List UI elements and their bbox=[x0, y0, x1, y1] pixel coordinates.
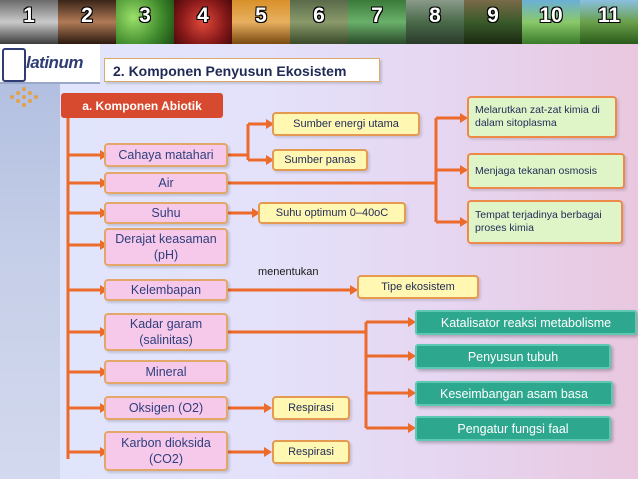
tab-label: 11 bbox=[597, 4, 621, 27]
respiration-oxygen: Respirasi bbox=[272, 396, 350, 420]
component-salinity: Kadar garam (salinitas) bbox=[104, 313, 228, 351]
dots-ornament-icon bbox=[10, 87, 38, 107]
component-water: Air bbox=[104, 172, 228, 194]
tab-label: 8 bbox=[429, 4, 441, 27]
water-role-osmosis: Menjaga tekanan osmosis bbox=[467, 153, 625, 189]
tab-8[interactable]: 8 bbox=[406, 0, 464, 44]
logo-mark-icon bbox=[2, 48, 26, 82]
component-temperature: Suhu bbox=[104, 202, 228, 224]
role-heat-source: Sumber panas bbox=[272, 149, 368, 171]
tab-label: 1 bbox=[23, 4, 35, 27]
tab-2[interactable]: 2 bbox=[58, 0, 116, 44]
tab-label: 9 bbox=[487, 4, 499, 27]
tab-label: 4 bbox=[197, 4, 209, 27]
component-sunlight: Cahaya matahari bbox=[104, 143, 228, 167]
component-ph: Derajat keasaman (pH) bbox=[104, 228, 228, 266]
tab-9[interactable]: 9 bbox=[464, 0, 522, 44]
logo: latinum bbox=[0, 44, 100, 84]
mineral-role-catalyst: Katalisator reaksi metabolisme bbox=[415, 310, 637, 335]
mineral-role-body: Penyusun tubuh bbox=[415, 344, 611, 369]
water-role-chemical: Tempat terjadinya berbagai proses kimia bbox=[467, 200, 623, 244]
tab-label: 5 bbox=[255, 4, 267, 27]
respiration-co2: Respirasi bbox=[272, 440, 350, 464]
tab-label: 7 bbox=[371, 4, 383, 27]
component-oxygen: Oksigen (O2) bbox=[104, 396, 228, 420]
determines-label: menentukan bbox=[258, 266, 319, 278]
tab-3[interactable]: 3 bbox=[116, 0, 174, 44]
top-image-strip: 1 2 3 4 5 6 7 8 9 10 11 bbox=[0, 0, 638, 44]
section-title-abiotik: a. Komponen Abiotik bbox=[61, 93, 223, 118]
tab-6[interactable]: 6 bbox=[290, 0, 348, 44]
tab-label: 3 bbox=[139, 4, 151, 27]
component-humidity: Kelembapan bbox=[104, 279, 228, 301]
tab-5[interactable]: 5 bbox=[232, 0, 290, 44]
temperature-optimum: Suhu optimum 0–40oC bbox=[258, 202, 406, 224]
left-sidebar bbox=[0, 44, 60, 479]
tab-10[interactable]: 10 bbox=[522, 0, 580, 44]
mineral-role-acid-base: Keseimbangan asam basa bbox=[415, 381, 613, 406]
component-mineral: Mineral bbox=[104, 360, 228, 384]
ecosystem-type: Tipe ekosistem bbox=[357, 275, 479, 299]
role-main-energy: Sumber energi utama bbox=[272, 112, 420, 136]
tab-label: 6 bbox=[313, 4, 325, 27]
tab-4[interactable]: 4 bbox=[174, 0, 232, 44]
tab-label: 2 bbox=[81, 4, 93, 27]
tab-11[interactable]: 11 bbox=[580, 0, 638, 44]
logo-text: latinum bbox=[26, 53, 83, 72]
slide-title: 2. Komponen Penyusun Ekosistem bbox=[104, 58, 380, 82]
mineral-role-physiology: Pengatur fungsi faal bbox=[415, 416, 611, 441]
tab-7[interactable]: 7 bbox=[348, 0, 406, 44]
water-role-dissolve: Melarutkan zat-zat kimia di dalam sitopl… bbox=[467, 96, 617, 138]
tab-label: 10 bbox=[539, 4, 563, 27]
tab-1[interactable]: 1 bbox=[0, 0, 58, 44]
component-co2: Karbon dioksida (CO2) bbox=[104, 431, 228, 471]
